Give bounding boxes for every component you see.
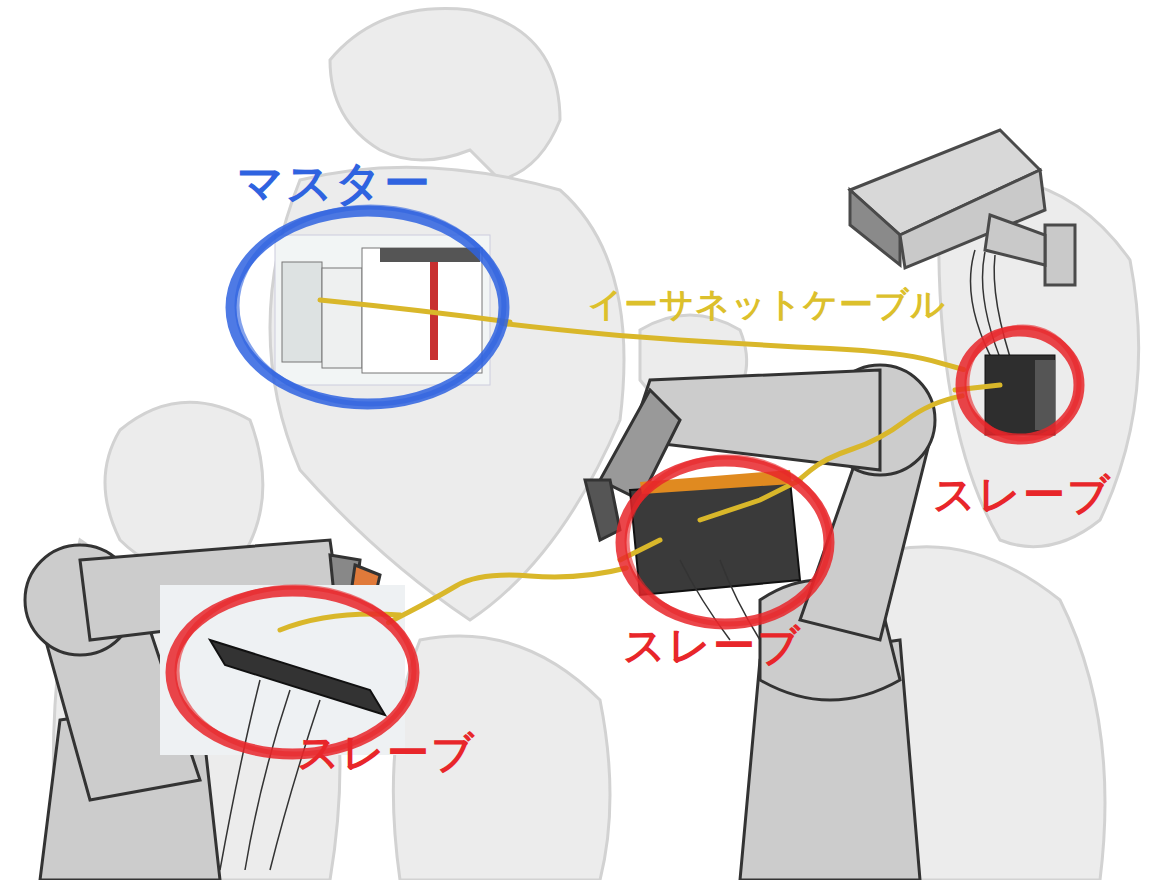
cable-connector <box>502 323 963 369</box>
robot-gripper <box>585 480 620 540</box>
person-hair <box>330 9 560 180</box>
camera-front <box>850 190 900 265</box>
middle-robot <box>585 365 935 880</box>
circle-outline <box>615 455 835 630</box>
plc-module <box>282 262 322 362</box>
wire <box>994 255 1015 372</box>
plc-module <box>322 268 362 368</box>
circle-outline <box>955 325 1085 445</box>
master-plc <box>275 235 490 385</box>
node-circle: スレーブ <box>165 585 420 760</box>
node-label: スレーブ <box>297 725 476 781</box>
slave-modules <box>160 355 1055 755</box>
camera-illustration <box>850 130 1075 285</box>
node-circle: スレーブ <box>615 455 835 630</box>
cable-stub <box>320 300 510 322</box>
node-label: マスター <box>237 153 432 215</box>
edge-label: イーサネットケーブル <box>588 282 946 328</box>
cable-stubs <box>280 300 1000 630</box>
crayon-circle <box>627 457 829 624</box>
cable-connector <box>389 568 627 623</box>
plc-top <box>380 248 480 262</box>
io-wires <box>220 560 760 870</box>
io-module <box>985 355 1055 435</box>
wire <box>220 680 260 870</box>
wire <box>270 700 320 870</box>
node-circle: マスター <box>225 205 510 410</box>
io-module <box>210 640 385 715</box>
crayon-circle <box>967 327 1079 439</box>
wire <box>245 690 290 870</box>
faded-people <box>53 9 1138 880</box>
camera-side <box>900 170 1045 268</box>
camera-mount <box>1045 225 1075 285</box>
cable-stub <box>700 480 800 520</box>
io-module-side <box>1035 360 1055 430</box>
circle-outline <box>225 205 510 410</box>
io-module <box>630 480 800 595</box>
plc-backdrop <box>275 235 490 385</box>
node-circle: スレーブ <box>955 325 1085 445</box>
node-label: スレーブ <box>623 618 802 674</box>
cable-connector <box>796 396 963 483</box>
crayon-circle <box>237 207 504 404</box>
node-label: スレーブ <box>933 467 1112 523</box>
